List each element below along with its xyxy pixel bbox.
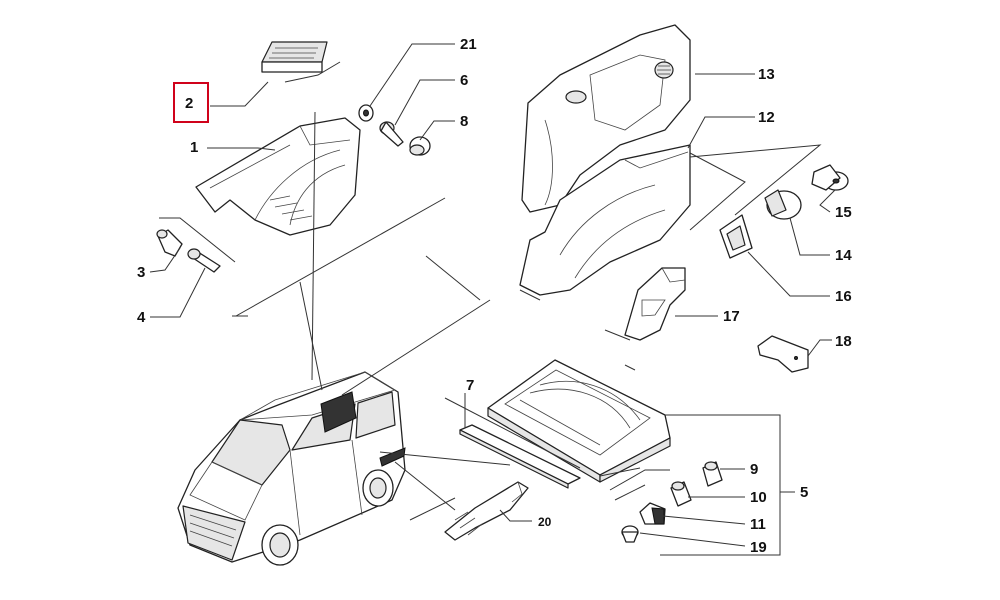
part-13-side-panel[interactable] xyxy=(521,24,691,213)
label-18: 18 xyxy=(835,333,852,350)
label-4: 4 xyxy=(137,309,146,326)
part-6-bolt[interactable] xyxy=(379,121,404,147)
leader-lines xyxy=(149,43,836,556)
label-17: 17 xyxy=(723,308,740,325)
part-12-wheel-arch-liner[interactable] xyxy=(519,144,691,296)
part-18-plate[interactable] xyxy=(757,335,809,373)
part-21-washer[interactable] xyxy=(358,104,374,122)
part-20-handle[interactable] xyxy=(444,481,529,541)
label-5: 5 xyxy=(800,484,808,501)
label-12: 12 xyxy=(758,109,775,126)
part-14-round-clip[interactable] xyxy=(764,189,802,220)
label-16: 16 xyxy=(835,288,852,305)
label-13: 13 xyxy=(758,66,775,83)
highlight-box-part-2 xyxy=(173,82,209,123)
part-labels: 1 2 3 4 5 6 7 8 9 10 11 12 13 14 15 16 1… xyxy=(137,36,852,556)
highlighted-interior-area xyxy=(320,391,357,433)
label-19: 19 xyxy=(750,539,767,556)
label-8: 8 xyxy=(460,113,468,130)
part-16-bracket[interactable] xyxy=(719,214,753,259)
part-15-push-clip[interactable] xyxy=(811,164,849,191)
label-6: 6 xyxy=(460,72,468,89)
label-2: 2 xyxy=(185,95,193,112)
part-5-cargo-floor[interactable] xyxy=(487,359,671,483)
part-2-step-plate[interactable] xyxy=(261,41,328,73)
label-15: 15 xyxy=(835,204,852,221)
label-21: 21 xyxy=(460,36,477,53)
part-8-cap[interactable] xyxy=(409,136,431,156)
part-3-clip[interactable] xyxy=(156,229,183,257)
label-10: 10 xyxy=(750,489,767,506)
label-20: 20 xyxy=(538,515,552,529)
vehicle-illustration xyxy=(177,371,406,566)
part-17-bracket[interactable] xyxy=(624,267,686,341)
label-1: 1 xyxy=(190,139,198,156)
label-7: 7 xyxy=(466,377,474,394)
label-9: 9 xyxy=(750,461,758,478)
label-11: 11 xyxy=(750,516,766,533)
part-11-clip[interactable] xyxy=(639,502,666,525)
part-9-bushing[interactable] xyxy=(702,461,723,487)
label-14: 14 xyxy=(835,247,852,264)
part-10-bushing[interactable] xyxy=(670,481,692,507)
part-7-strip[interactable] xyxy=(459,424,581,489)
label-3: 3 xyxy=(137,264,145,281)
part-1-sill-trim[interactable] xyxy=(195,117,361,236)
part-19-cap[interactable] xyxy=(621,525,639,543)
part-4-screw[interactable] xyxy=(187,248,221,273)
